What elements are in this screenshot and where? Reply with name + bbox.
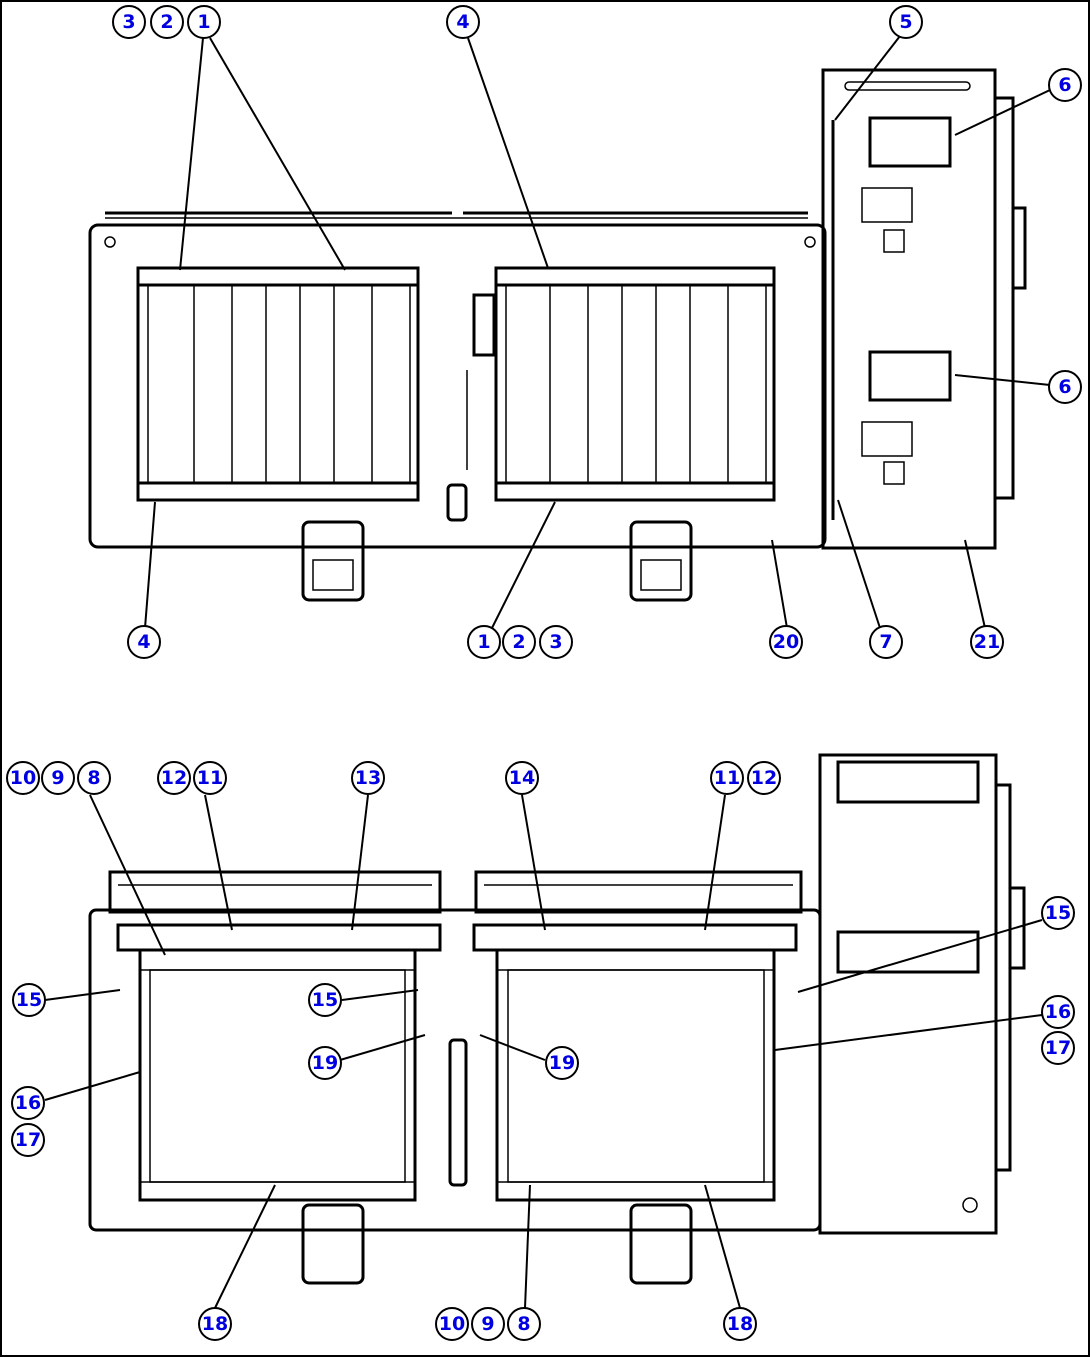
callout: 1 bbox=[467, 625, 501, 659]
svg-text:3: 3 bbox=[122, 11, 135, 33]
svg-text:4: 4 bbox=[137, 631, 150, 653]
callout: 4 bbox=[446, 5, 480, 39]
svg-text:1: 1 bbox=[477, 631, 490, 653]
svg-text:17: 17 bbox=[1045, 1037, 1071, 1059]
callout: 9 bbox=[471, 1307, 505, 1341]
callout: 6 bbox=[1048, 68, 1082, 102]
svg-text:4: 4 bbox=[456, 11, 469, 33]
svg-text:17: 17 bbox=[15, 1129, 41, 1151]
svg-text:13: 13 bbox=[355, 767, 381, 789]
callout: 15 bbox=[308, 983, 342, 1017]
svg-text:19: 19 bbox=[312, 1052, 338, 1074]
callout: 19 bbox=[545, 1046, 579, 1080]
callout: 2 bbox=[502, 625, 536, 659]
svg-text:16: 16 bbox=[1045, 1001, 1071, 1023]
callout: 10 bbox=[435, 1307, 469, 1341]
svg-text:2: 2 bbox=[512, 631, 525, 653]
callout: 17 bbox=[11, 1123, 45, 1157]
svg-text:8: 8 bbox=[517, 1313, 530, 1335]
callout: 16 bbox=[1041, 995, 1075, 1029]
callout: 3 bbox=[112, 5, 146, 39]
svg-text:16: 16 bbox=[15, 1092, 41, 1114]
callout: 12 bbox=[747, 761, 781, 795]
svg-text:3: 3 bbox=[549, 631, 562, 653]
callout: 13 bbox=[351, 761, 385, 795]
callout: 7 bbox=[869, 625, 903, 659]
svg-text:9: 9 bbox=[51, 767, 64, 789]
callout: 18 bbox=[198, 1307, 232, 1341]
callouts-top: 3 2 1 4 5 6 6 4 1 2 3 20 7 21 bbox=[112, 5, 1082, 659]
svg-text:15: 15 bbox=[1045, 902, 1071, 924]
callout: 3 bbox=[539, 625, 573, 659]
svg-text:10: 10 bbox=[10, 767, 36, 789]
callout: 12 bbox=[157, 761, 191, 795]
callout: 15 bbox=[1041, 896, 1075, 930]
callout: 11 bbox=[193, 761, 227, 795]
callout: 2 bbox=[150, 5, 184, 39]
svg-text:6: 6 bbox=[1058, 376, 1071, 398]
svg-text:15: 15 bbox=[312, 989, 338, 1011]
callout: 4 bbox=[127, 625, 161, 659]
svg-text:14: 14 bbox=[509, 767, 535, 789]
callout: 17 bbox=[1041, 1031, 1075, 1065]
svg-text:9: 9 bbox=[481, 1313, 494, 1335]
svg-text:7: 7 bbox=[879, 631, 892, 653]
svg-text:19: 19 bbox=[549, 1052, 575, 1074]
callout: 19 bbox=[308, 1046, 342, 1080]
callout: 21 bbox=[970, 625, 1004, 659]
callout: 18 bbox=[723, 1307, 757, 1341]
callout: 1 bbox=[187, 5, 221, 39]
right-grille-top bbox=[494, 266, 776, 502]
svg-text:5: 5 bbox=[899, 11, 912, 33]
svg-text:18: 18 bbox=[202, 1313, 228, 1335]
svg-text:8: 8 bbox=[87, 767, 100, 789]
callout: 8 bbox=[77, 761, 111, 795]
svg-text:20: 20 bbox=[773, 631, 799, 653]
svg-text:11: 11 bbox=[714, 767, 740, 789]
svg-text:12: 12 bbox=[751, 767, 777, 789]
callout: 14 bbox=[505, 761, 539, 795]
svg-text:12: 12 bbox=[161, 767, 187, 789]
callout: 11 bbox=[710, 761, 744, 795]
svg-text:15: 15 bbox=[16, 989, 42, 1011]
callout: 5 bbox=[889, 5, 923, 39]
callout: 6 bbox=[1048, 370, 1082, 404]
svg-text:10: 10 bbox=[439, 1313, 465, 1335]
callout: 9 bbox=[41, 761, 75, 795]
leader-lines bbox=[44, 35, 1051, 1309]
svg-text:1: 1 bbox=[197, 11, 210, 33]
svg-text:21: 21 bbox=[974, 631, 1000, 653]
callout: 8 bbox=[507, 1307, 541, 1341]
callout: 10 bbox=[6, 761, 40, 795]
callout: 15 bbox=[12, 983, 46, 1017]
bottom-view bbox=[88, 753, 1026, 1285]
callout: 16 bbox=[11, 1086, 45, 1120]
svg-text:11: 11 bbox=[197, 767, 223, 789]
callouts-bottom: 10 9 8 12 11 13 14 11 12 15 15 15 19 19 … bbox=[6, 761, 1075, 1341]
svg-text:2: 2 bbox=[160, 11, 173, 33]
callout: 20 bbox=[769, 625, 803, 659]
left-grille-top bbox=[136, 266, 420, 502]
svg-text:6: 6 bbox=[1058, 74, 1071, 96]
svg-text:18: 18 bbox=[727, 1313, 753, 1335]
top-view bbox=[88, 68, 1027, 602]
